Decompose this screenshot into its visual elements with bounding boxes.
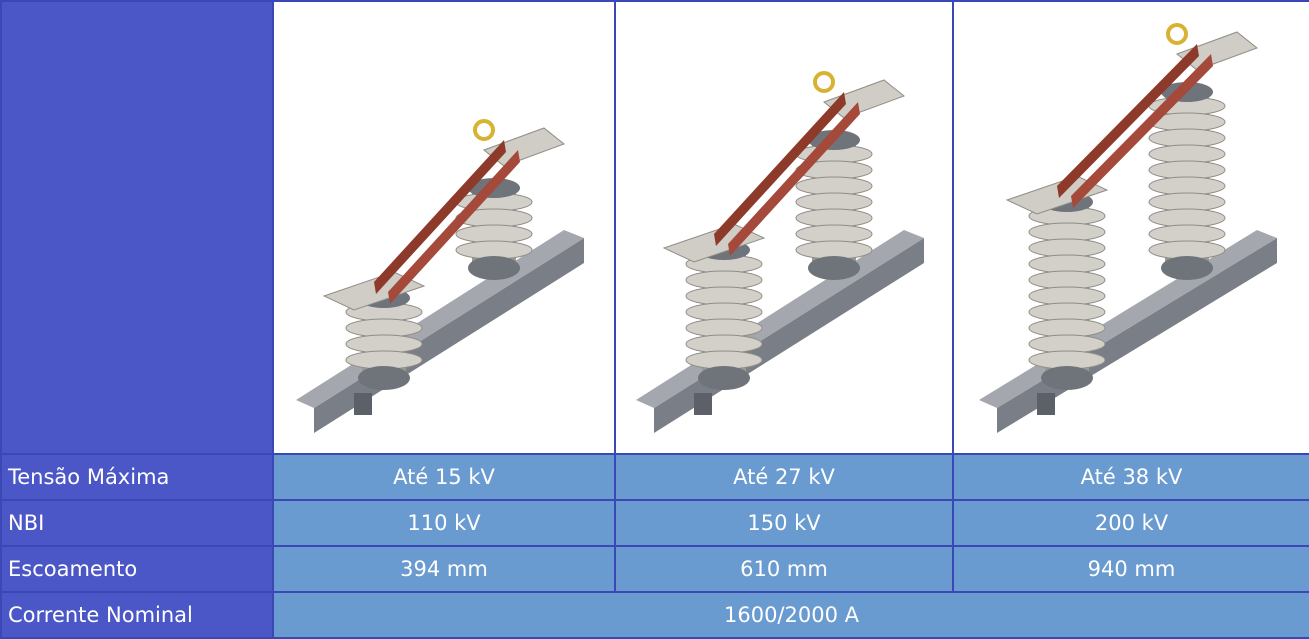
spec-value: 940 mm [952,545,1309,593]
corner-cell [0,0,274,455]
spec-value: Até 27 kV [614,453,954,501]
insulator-cap [808,255,860,280]
row-label: Tensão Máxima [0,453,274,501]
image-row [0,0,1309,455]
insulator-shed [795,176,873,195]
insulator-shed [1028,334,1105,353]
spec-row-nbi: NBI 110 kV 150 kV 200 kV [0,499,1309,547]
insulator-cap [358,365,410,390]
insulator-shed [685,318,763,337]
insulator-shed [1028,270,1105,289]
insulator-shed [795,208,873,227]
spec-value: 394 mm [272,545,616,593]
insulator-shed [795,192,873,211]
switch-blade [388,149,520,304]
spec-row-escoamento: Escoamento 394 mm 610 mm 940 mm [0,545,1309,593]
disconnect-switch-15kv-icon [296,118,584,433]
insulator-shed [1148,144,1225,163]
base-channel [978,229,1277,408]
insulator-cap [1040,365,1093,390]
spec-value: 110 kV [272,499,616,547]
insulator-shed [1028,302,1105,321]
pull-ring [813,70,835,93]
spec-row-tensao: Tensão Máxima Até 15 kV Até 27 kV Até 38… [0,453,1309,501]
row-label: NBI [0,499,274,547]
insulator-shed [685,334,763,353]
base-channel [296,229,584,408]
insulator-shed [455,224,533,243]
row-label: Corrente Nominal [0,591,274,639]
insulator-shed [1028,222,1105,241]
spec-value: 200 kV [952,499,1309,547]
spec-value: 150 kV [614,499,954,547]
disconnect-switch-27kv-icon [636,70,924,433]
product-image-cell [952,0,1309,455]
spec-value: Até 15 kV [272,453,616,501]
ground-terminal [1036,392,1055,415]
insulator-shed [1148,128,1225,147]
insulator-shed [1148,224,1225,243]
insulator-shed [1028,238,1105,257]
row-label: Escoamento [0,545,274,593]
spec-value: 610 mm [614,545,954,593]
insulator-shed [795,224,873,243]
insulator-shed [1148,176,1225,195]
insulator-shed [685,286,763,305]
insulator-shed [1148,208,1225,227]
pull-ring [1165,22,1188,45]
ground-terminal [354,392,372,415]
switch-blade [714,91,846,246]
insulator-cap [468,255,520,280]
product-image-cell [272,0,616,455]
disconnect-switch-38kv-icon [978,22,1277,433]
insulator-shed [1028,254,1105,273]
spec-value: Até 38 kV [952,453,1309,501]
pull-ring [473,118,495,141]
switch-blade [1070,53,1213,208]
insulator-shed [685,270,763,289]
switch-blade [374,139,506,294]
product-image-cell [614,0,954,455]
insulator-shed [345,318,423,337]
spec-row-corrente: Corrente Nominal 1600/2000 A [0,591,1309,639]
insulator-cap [698,365,750,390]
switch-blade [1056,43,1199,198]
insulator-shed [1028,286,1105,305]
base-channel [636,229,924,408]
spec-value-merged: 1600/2000 A [272,591,1309,639]
ground-terminal [694,392,712,415]
insulator-shed [1028,318,1105,337]
insulator-cap [1160,255,1213,280]
switch-blade [728,101,860,256]
insulator-shed [1148,160,1225,179]
insulator-shed [1148,192,1225,211]
insulator-shed [685,302,763,321]
insulator-shed [345,334,423,353]
